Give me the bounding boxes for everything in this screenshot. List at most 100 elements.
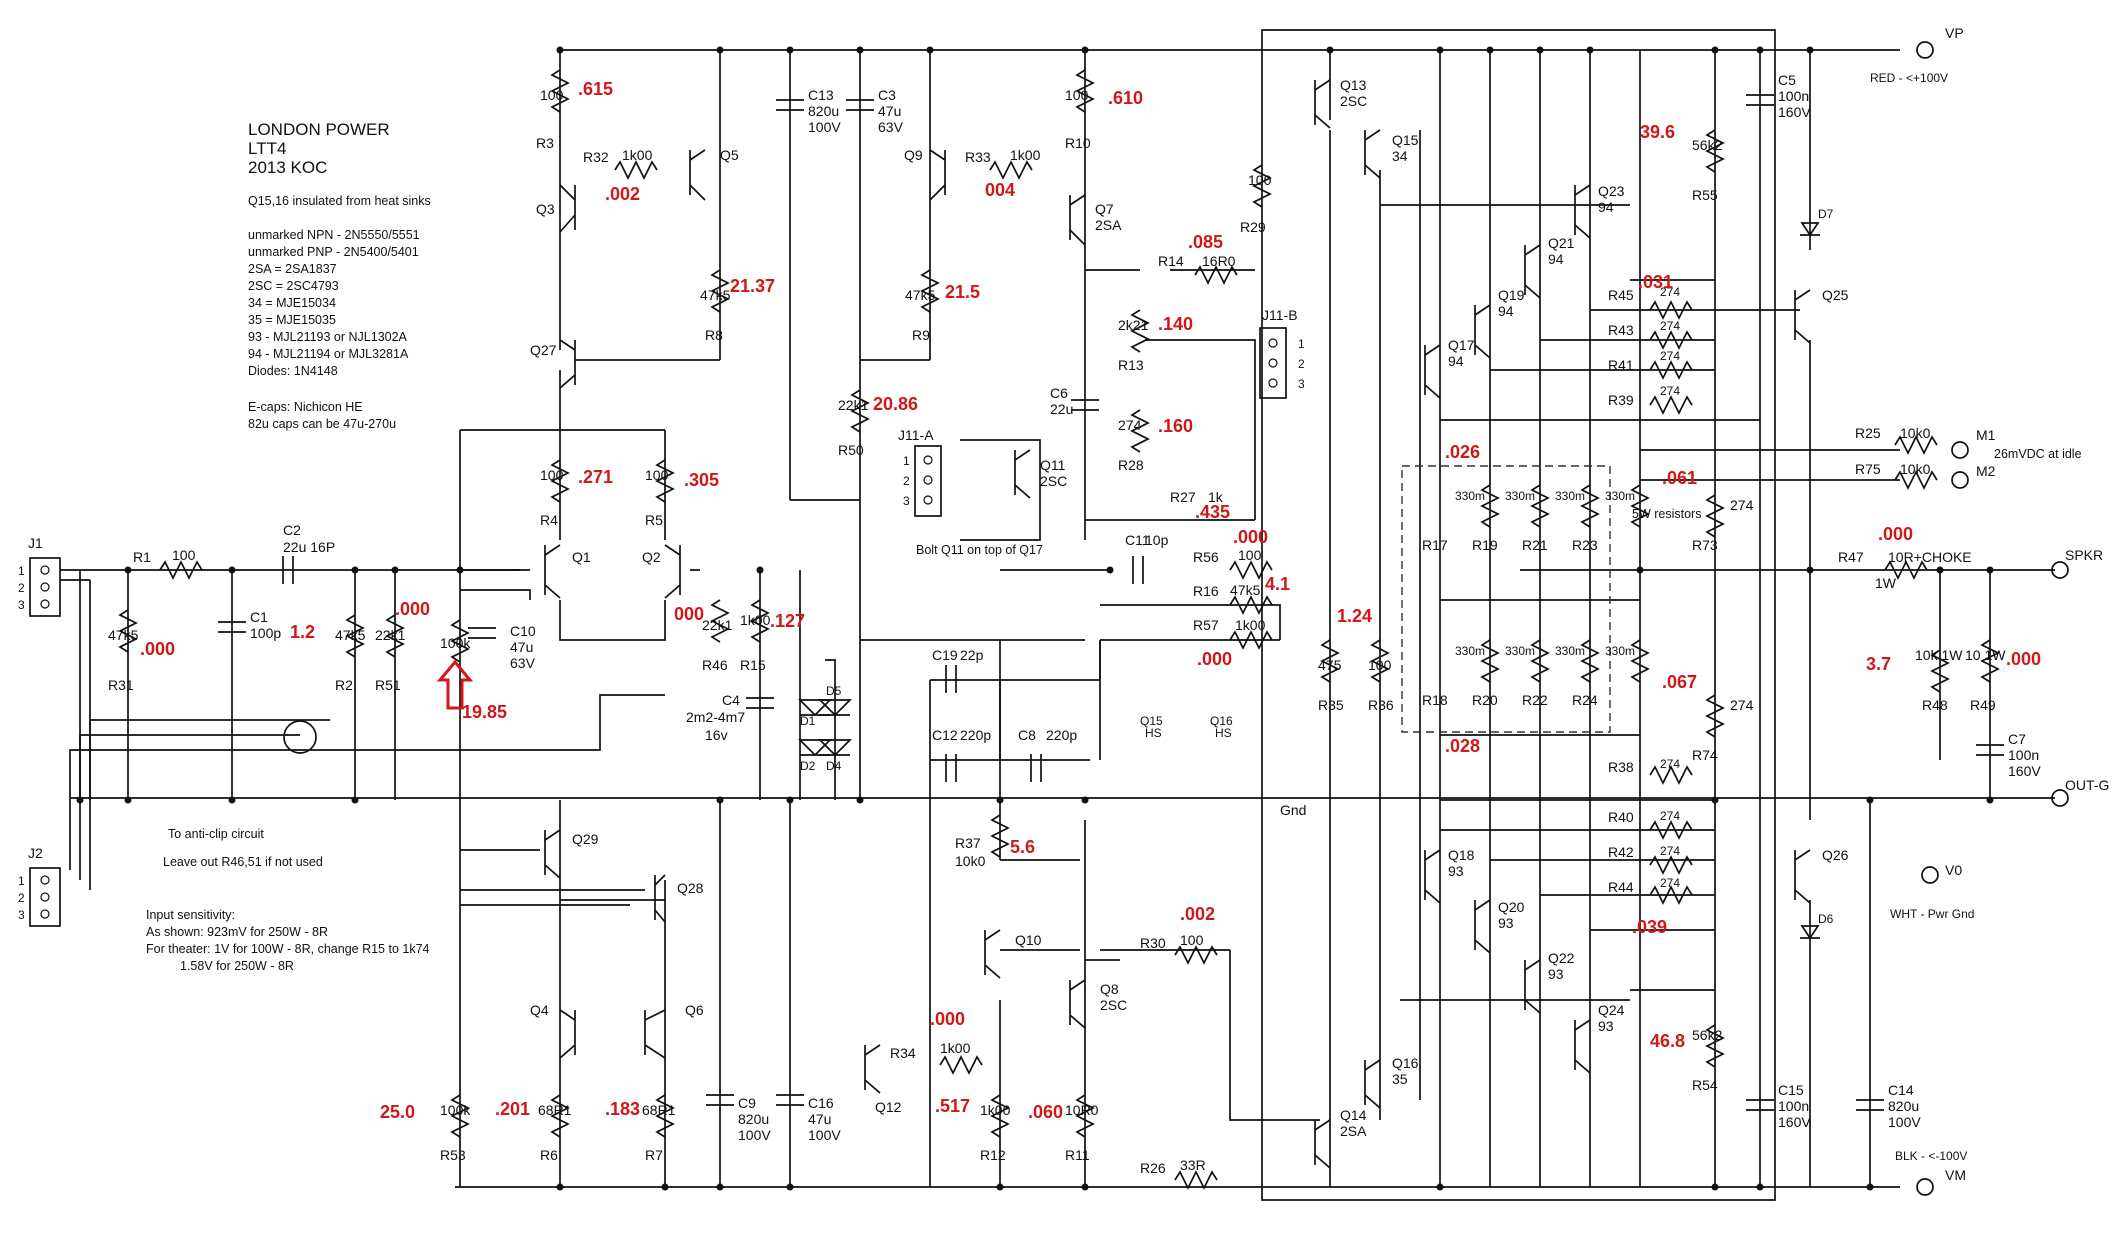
r12-value: 1k00 (980, 1102, 1011, 1118)
r3-label: R3 (536, 135, 554, 151)
c13-voltage: 100V (808, 119, 841, 135)
measurement: 46.8 (1650, 1031, 1685, 1051)
r73-label: R73 (1692, 537, 1718, 553)
c15-voltage: 160V (1778, 1114, 1811, 1130)
schematic-wiring (60, 29, 2055, 1201)
spkr-label: SPKR (2065, 547, 2103, 563)
measurement: .271 (578, 467, 613, 487)
r7-label: R7 (645, 1147, 663, 1163)
v0-label: V0 (1945, 862, 1962, 878)
c8-label: C8 (1018, 727, 1036, 743)
q15-type: 34 (1392, 148, 1408, 164)
m2-label: M2 (1976, 463, 1996, 479)
r330m-value: 330m (1605, 489, 1635, 503)
d4-label: D4 (826, 759, 842, 773)
terminals (283, 41, 2069, 1196)
r36-value: 100 (1368, 657, 1392, 673)
measurement: 21.5 (945, 282, 980, 302)
r274-value: 274 (1660, 349, 1680, 363)
q24-type: 93 (1598, 1018, 1614, 1034)
title-line-3: 2013 KOC (248, 158, 327, 177)
r42-label: R42 (1608, 844, 1634, 860)
pin-label: 1 (18, 874, 25, 888)
connector-j2 (29, 867, 61, 927)
component-labels: R1 100 R3 100 R32 1k00 R8 47k5 R9 47k5 R… (108, 72, 2041, 1176)
measurement: 5.6 (1010, 837, 1035, 857)
c19-value: 22p (960, 647, 984, 663)
r51-value: 22k1 (375, 627, 406, 643)
sensitivity-line: Input sensitivity: (146, 908, 235, 922)
measurement: .061 (1662, 468, 1697, 488)
r32-label: R32 (583, 149, 609, 165)
measurement: .000 (1233, 527, 1268, 547)
q1-label: Q1 (572, 549, 591, 565)
r4-label: R4 (540, 512, 558, 528)
note-line: 93 - MJL21193 or NJL1302A (248, 330, 408, 344)
r46-label: R46 (702, 657, 728, 673)
note-line: Diodes: 1N4148 (248, 364, 338, 378)
r55-value: 56k2 (1692, 137, 1723, 153)
connector-j11b (1259, 327, 1287, 399)
red-arrow-icon (436, 659, 474, 710)
r75-value: 10k0 (1900, 461, 1931, 477)
notes-block: LONDON POWER LTT4 2013 KOC Q15,16 insula… (248, 120, 431, 431)
r35-label: R35 (1318, 697, 1344, 713)
r37-value: 10k0 (955, 853, 986, 869)
vp-label: VP (1945, 25, 1964, 41)
c7-label: C7 (2008, 731, 2026, 747)
r31-label: R31 (108, 677, 134, 693)
q21-label: Q21 (1548, 235, 1575, 251)
measurement: 4.1 (1265, 574, 1290, 594)
c9-value: 820u (738, 1111, 769, 1127)
note-line: 35 = MJE15035 (248, 313, 336, 327)
c11-label: C11 (1125, 532, 1150, 548)
c9-voltage: 100V (738, 1127, 771, 1143)
q20-type: 93 (1498, 915, 1514, 931)
measurement: .067 (1662, 672, 1697, 692)
bolt-note: Bolt Q11 on top of Q17 (916, 543, 1043, 557)
c6-label: C6 (1050, 385, 1068, 401)
r11-label: R11 (1065, 1147, 1090, 1163)
d6-label: D6 (1818, 912, 1834, 926)
measurement: .435 (1195, 502, 1230, 522)
measurement: .060 (1028, 1102, 1063, 1122)
r16-label: R16 (1193, 583, 1219, 599)
note-line: Q15,16 insulated from heat sinks (248, 194, 431, 208)
measurement: .031 (1638, 272, 1673, 292)
r33-label: R33 (965, 149, 991, 165)
c15-value: 100n (1778, 1098, 1809, 1114)
q26-label: Q26 (1822, 847, 1849, 863)
c1-value: 100p (250, 625, 281, 641)
r43-label: R43 (1608, 322, 1634, 338)
r47-label: R47 (1838, 549, 1864, 565)
measurement: .085 (1188, 232, 1223, 252)
q18-type: 93 (1448, 863, 1464, 879)
r274-value: 274 (1660, 809, 1680, 823)
vm-desc: BLK - <-100V (1895, 1149, 1967, 1163)
outg-label: OUT-G (2065, 777, 2109, 793)
q6-label: Q6 (685, 1002, 704, 1018)
r54-label: R54 (1692, 1077, 1718, 1093)
measurement: 3.7 (1866, 654, 1891, 674)
r14-value: 16R0 (1202, 253, 1236, 269)
note-line: 94 - MJL21194 or MJL3281A (248, 347, 409, 361)
r5-label: R5 (645, 512, 663, 528)
pin-label: 2 (1298, 357, 1305, 371)
r30-label: R30 (1140, 935, 1166, 951)
r274-value: 274 (1660, 285, 1680, 299)
measurement: 1.2 (290, 622, 315, 642)
note-line: 2SA = 2SA1837 (248, 262, 337, 276)
diode-symbols (797, 222, 1820, 940)
capacitor-symbols (218, 94, 2004, 1111)
c19-label: C19 (932, 647, 958, 663)
j2-label: J2 (28, 845, 43, 861)
r45-label: R45 (1608, 287, 1634, 303)
r14-label: R14 (1158, 253, 1184, 269)
measurement: .002 (605, 184, 640, 204)
measurement: .127 (770, 611, 805, 631)
c12-value: 220p (960, 727, 991, 743)
r47-value: 10R+CHOKE (1888, 549, 1972, 565)
r47-watt: 1W (1875, 575, 1897, 591)
r28-label: R28 (1118, 457, 1144, 473)
r330m-value: 330m (1455, 644, 1485, 658)
